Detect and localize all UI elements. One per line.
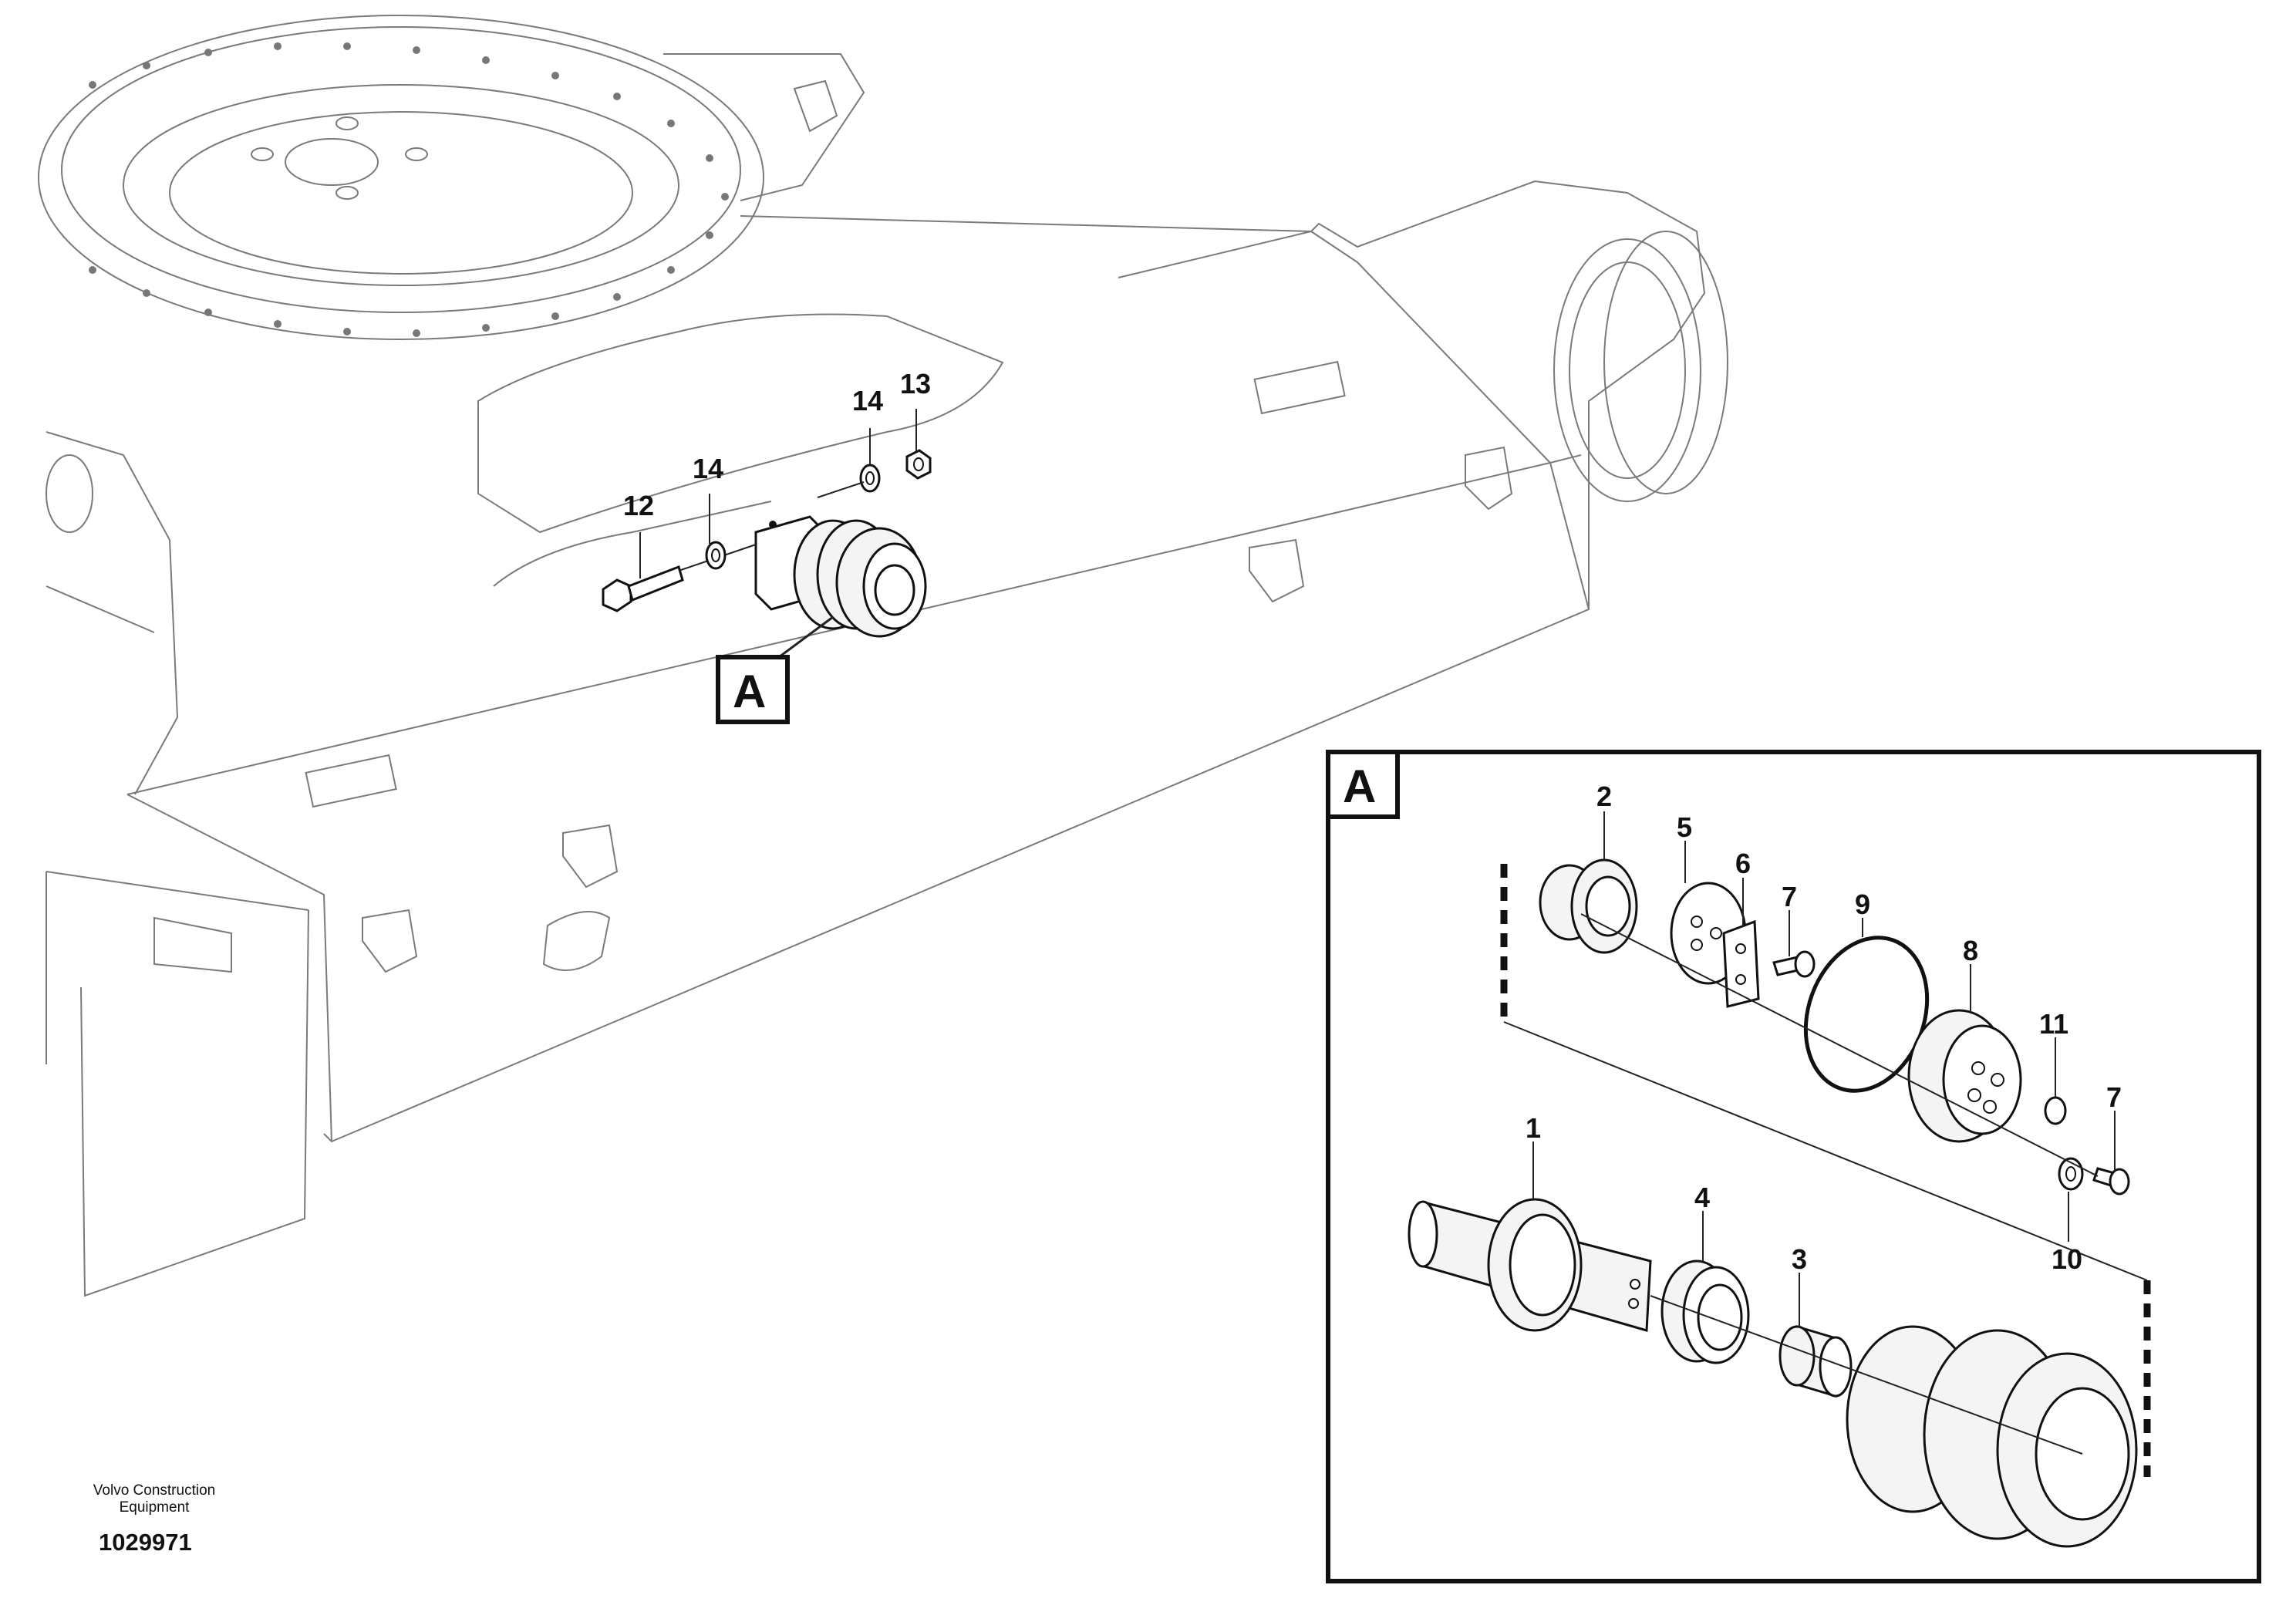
washer-14-right [817,464,881,498]
part-3-bushing [1778,1324,1853,1398]
washer-14-left [705,541,727,570]
label-6: 6 [1735,848,1751,879]
bolt-12 [602,544,757,612]
label-12: 12 [623,490,654,521]
ring-bolt-holes [89,42,729,337]
detail-view-a: A [1326,750,2261,1583]
callout-a-label: A [733,666,766,717]
callout-a-box [716,655,790,724]
part-8-end-cover [1907,1009,2022,1143]
part-6-lock-plate [1722,919,1760,1008]
carrier-roller-body [1846,1325,2138,1548]
label-11: 11 [2039,1008,2068,1040]
label-14-left: 14 [693,453,723,484]
part-11-plug [2044,1096,2067,1125]
detail-a-tab [1326,750,1400,819]
part-7-bolt-upper [1772,950,1816,978]
company-line-2: Equipment [119,1499,190,1516]
label-1: 1 [1526,1112,1541,1144]
part-2-thrust-ring [1539,858,1638,954]
document-number: 1029971 [99,1529,192,1556]
label-5: 5 [1677,811,1692,843]
nut-13 [905,449,932,480]
label-7-lower: 7 [2106,1081,2122,1113]
label-3: 3 [1792,1243,1807,1275]
company-line-1: Volvo Construction [93,1482,216,1499]
company-credit: Volvo Construction Equipment [54,1482,255,1516]
label-9: 9 [1855,889,1870,920]
part-7-bolt-lower [2092,1167,2130,1195]
label-2: 2 [1596,781,1612,812]
label-14-right: 14 [852,385,883,416]
label-10: 10 [2052,1243,2082,1275]
label-8: 8 [1963,935,1978,966]
carrier-roller-installed [754,515,927,638]
label-13: 13 [900,368,931,400]
part-1-shaft [1408,1198,1652,1332]
detail-a-label: A [1343,760,1376,812]
part-4-seal [1660,1259,1750,1364]
label-7-upper: 7 [1782,881,1797,912]
label-4: 4 [1694,1182,1710,1213]
